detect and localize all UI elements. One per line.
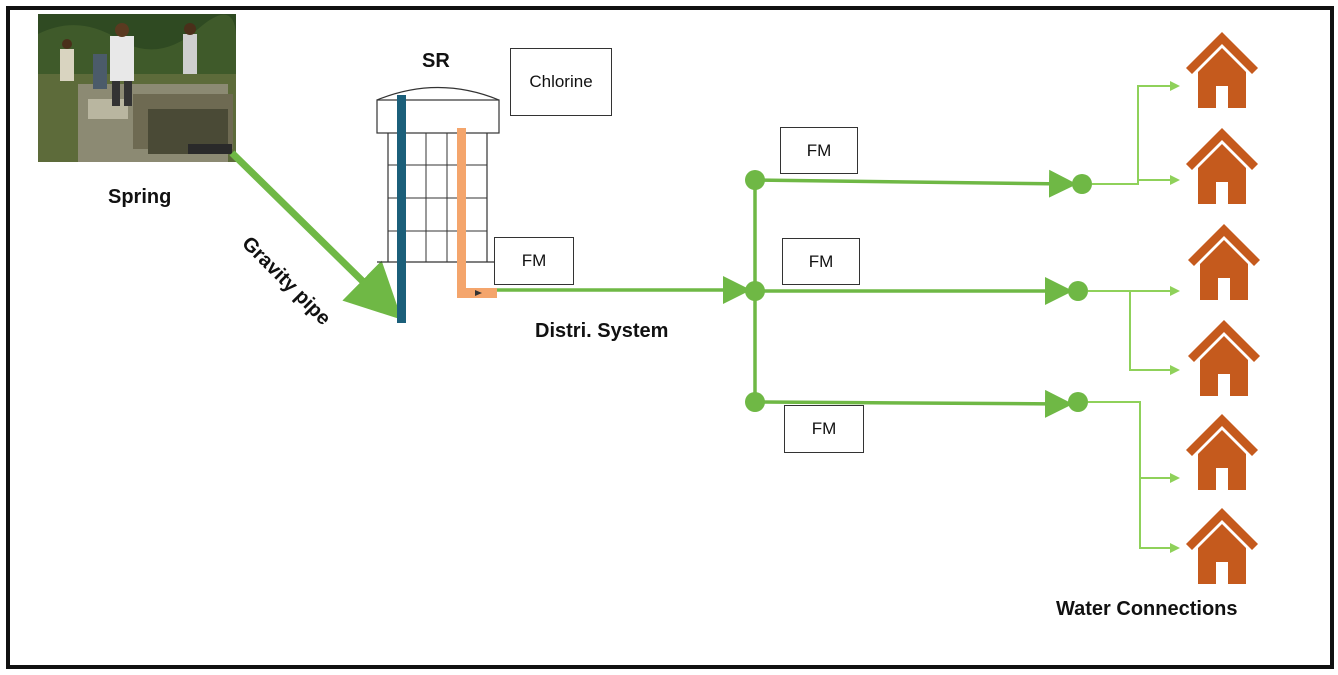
- branch-end-node: [1068, 392, 1088, 412]
- service-line: [1088, 402, 1178, 548]
- junction-node: [745, 392, 765, 412]
- branch-bottom: [755, 402, 1066, 404]
- junction-node: [745, 281, 765, 301]
- flow-meter-top: FM: [780, 127, 858, 174]
- branch-end-node: [1068, 281, 1088, 301]
- service-line: [1088, 291, 1178, 370]
- inlet-pipe: [397, 95, 406, 323]
- gravity-pipe-arrow: [232, 153, 392, 310]
- house-icon: [1186, 414, 1258, 490]
- house-icon: [1186, 508, 1258, 584]
- house-icon: [1186, 128, 1258, 204]
- chlorine-box: Chlorine: [510, 48, 612, 116]
- branch-end-node: [1072, 174, 1092, 194]
- house-icon: [1186, 32, 1258, 108]
- spring-label: Spring: [108, 186, 171, 209]
- flow-meter-middle: FM: [782, 238, 860, 285]
- outlet-pipe: [457, 128, 466, 298]
- junction-node: [745, 170, 765, 190]
- sr-label: SR: [422, 50, 450, 73]
- water-connections-label: Water Connections: [1056, 598, 1238, 621]
- flow-meter-bottom: FM: [784, 405, 864, 453]
- house-icon: [1188, 320, 1260, 396]
- service-line: [1092, 86, 1178, 184]
- distri-system-label: Distri. System: [535, 320, 668, 343]
- branch-top: [755, 180, 1070, 184]
- storage-reservoir: [377, 88, 499, 324]
- house-icon: [1188, 224, 1260, 300]
- flow-meter-main: FM: [494, 237, 574, 285]
